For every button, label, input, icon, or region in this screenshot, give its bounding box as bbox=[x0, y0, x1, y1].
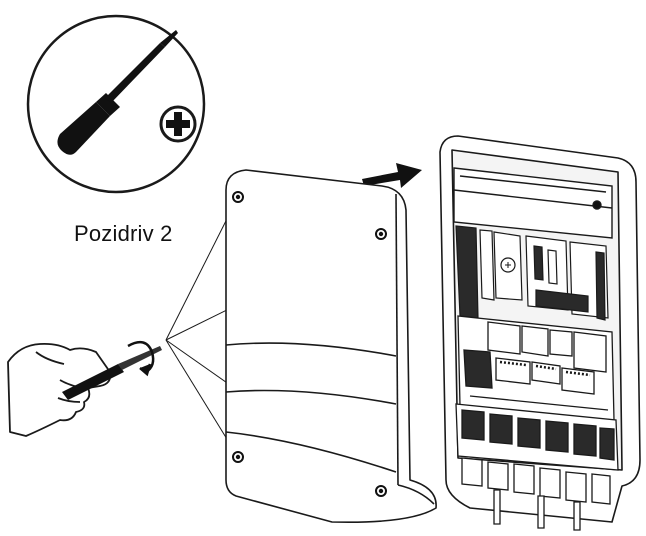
cables bbox=[493, 489, 581, 531]
top-panel bbox=[453, 167, 613, 239]
screwdriver-icon bbox=[57, 30, 178, 155]
hand-icon bbox=[7, 342, 112, 437]
cable-glands bbox=[461, 457, 611, 505]
pozidriv-plus-icon bbox=[159, 105, 197, 143]
terminal-block bbox=[455, 403, 619, 471]
front-cover bbox=[225, 169, 437, 524]
cover-screws bbox=[232, 191, 387, 497]
tool-label: Pozidriv 2 bbox=[74, 221, 173, 246]
cover-screw-heads bbox=[235, 194, 384, 494]
tool-callout bbox=[26, 14, 206, 194]
rotation-arrow-icon bbox=[127, 340, 155, 377]
interior-structure bbox=[455, 225, 609, 321]
circuit-board bbox=[457, 315, 615, 421]
arrow-right-icon bbox=[362, 163, 422, 188]
